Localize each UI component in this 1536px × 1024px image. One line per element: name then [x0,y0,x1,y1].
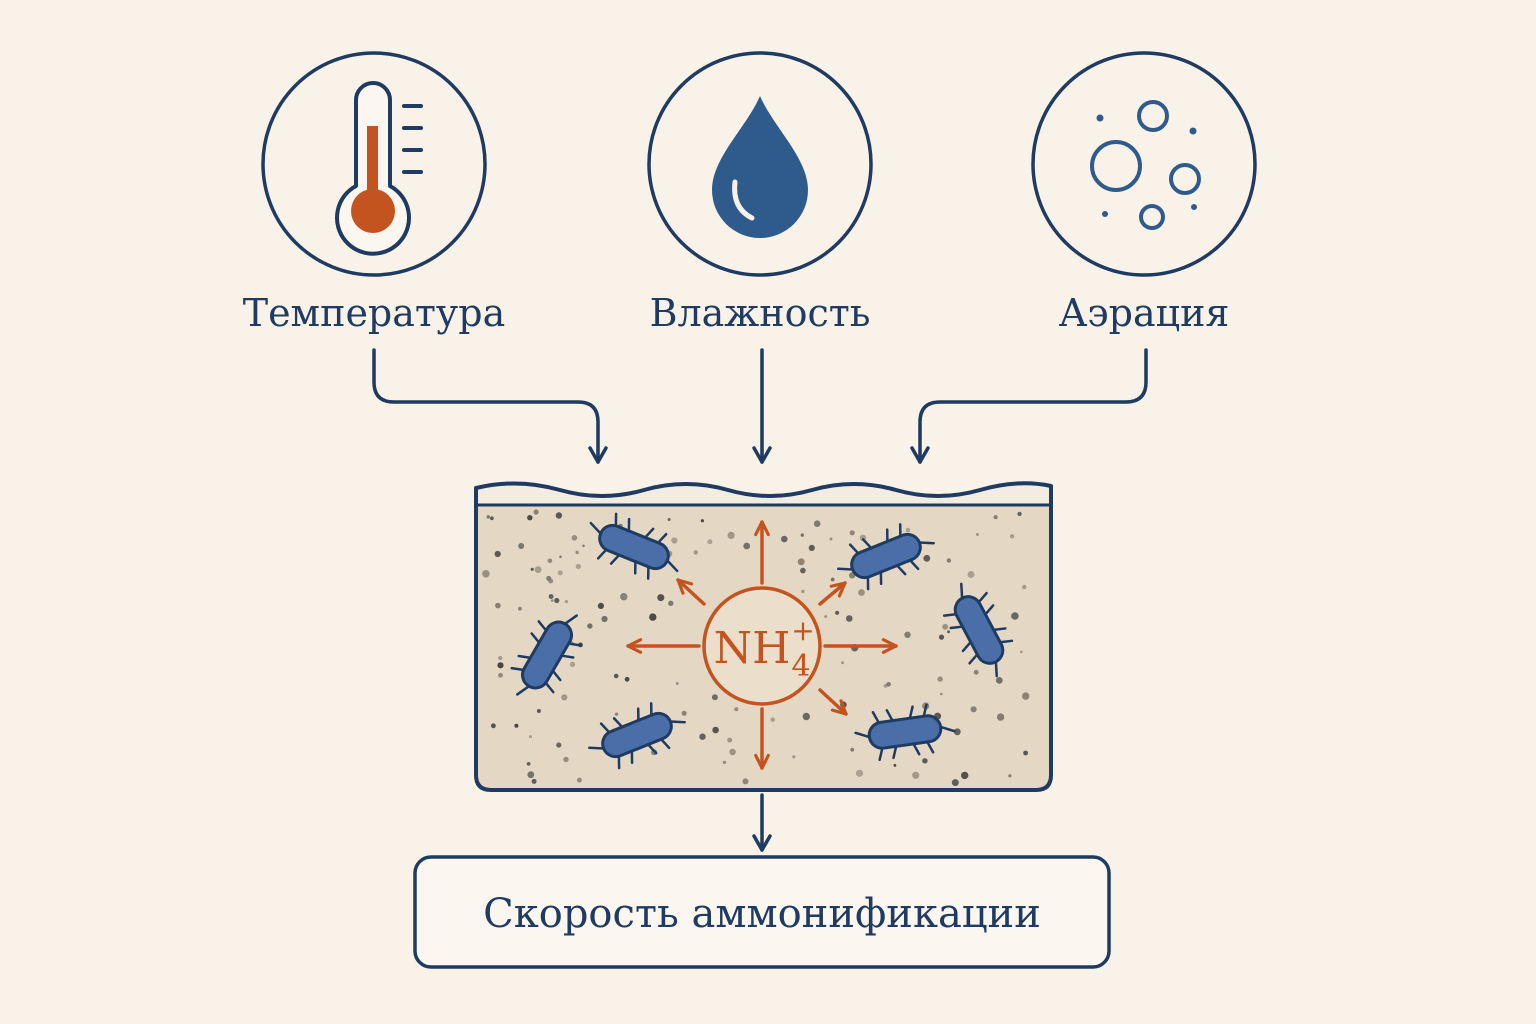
bacteria-icon [854,703,956,762]
aeration-arrow [910,348,1148,464]
soil-surface [476,483,1051,505]
temperature-arrow [372,348,608,464]
ammonium-label: NH [714,623,791,674]
bacteria-icon [588,702,686,770]
temperature-factor: Температура [243,51,506,335]
result-box: Скорость аммонификации [413,855,1111,969]
temperature-circle [261,51,487,277]
bacteria-icon [510,614,582,696]
ammonium-circle [702,586,822,706]
soil-container: NH + 4 [474,481,1053,792]
ammonium-superscript: + [791,614,814,647]
release-arrows [626,520,898,770]
air-bubbles-icon [1090,100,1201,230]
temperature-label: Температура [243,291,506,335]
aeration-factor: Аэрация [1031,51,1257,335]
moisture-circle [647,51,873,277]
result-label: Скорость аммонификации [483,891,1041,937]
bacteria-icon [589,512,679,580]
thermometer-icon [335,81,423,256]
bacteria-group [510,512,1014,770]
water-drop-icon [712,96,808,238]
soil-outline [474,481,1053,792]
moisture-label: Влажность [650,291,871,335]
moisture-factor: Влажность [647,51,873,335]
bacteria-icon [837,523,935,591]
ammonium-base: NH [714,623,791,674]
ammonium-subscript: 4 [791,649,810,684]
factor-connectors [372,348,1148,852]
soil-particles [482,509,1030,787]
ammonium-release: NH + 4 [626,520,898,770]
bacteria-icon [942,582,1014,678]
aeration-circle [1031,51,1257,277]
aeration-label: Аэрация [1059,291,1230,335]
